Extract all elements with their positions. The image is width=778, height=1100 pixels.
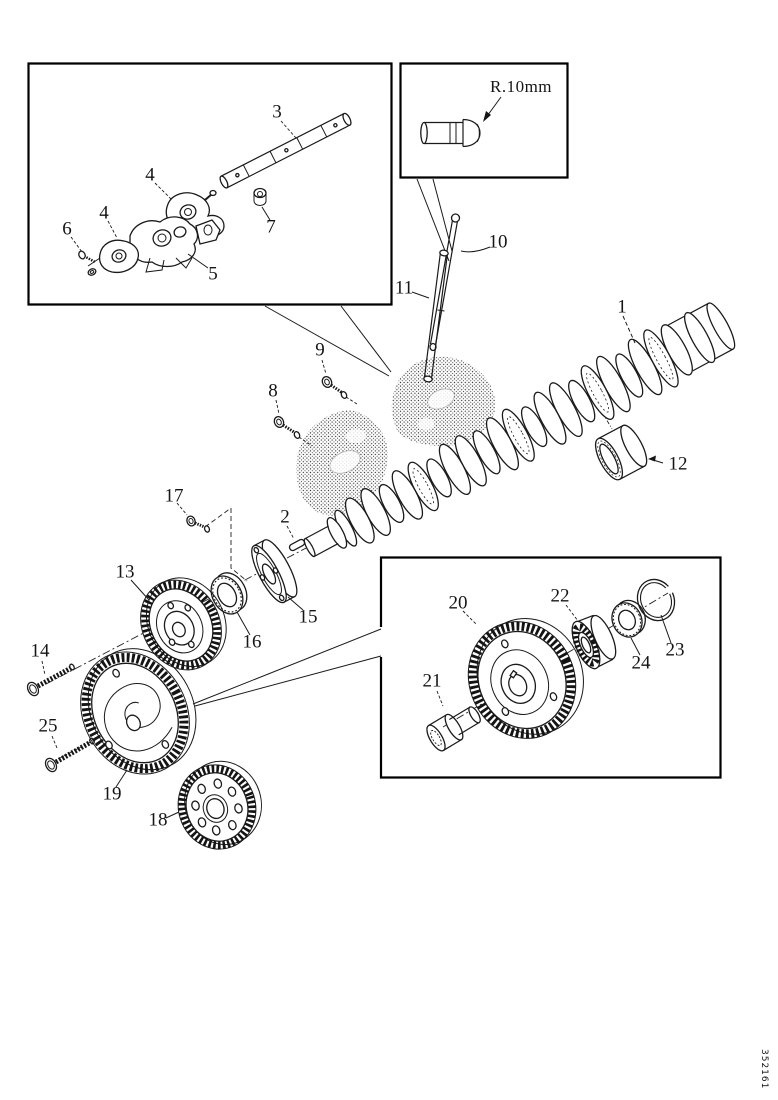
idler-bearing-drawing	[571, 614, 617, 670]
callout-part-10: 10	[488, 231, 508, 253]
crankshaft-gear-drawing	[80, 648, 197, 775]
gear-bolt-25	[44, 735, 95, 773]
callout-part-25: 25	[38, 715, 58, 737]
radius-arrowhead	[483, 111, 491, 122]
drawing-number: 352161	[759, 1049, 769, 1090]
head-bolt-9	[321, 359, 358, 405]
callout-part-12: 12	[668, 453, 688, 475]
lock-nut	[253, 187, 267, 206]
flange-drawing	[251, 539, 298, 604]
camshaft-bushing-drawing	[594, 424, 664, 481]
idler-stub-shaft-drawing	[426, 706, 481, 752]
gear-bolt-14	[26, 660, 75, 697]
inset-box-rocker-assembly	[27, 62, 393, 306]
callout-part-15: 15	[298, 606, 318, 628]
woodruff-key-drawing	[288, 538, 306, 552]
callout-part-21: 21	[422, 670, 442, 692]
gear-bolt-17	[176, 502, 211, 533]
drive-gear-drawing	[177, 760, 262, 850]
valve-tappet-drawing	[423, 249, 449, 383]
callout-part-11: 11	[394, 277, 414, 299]
bearing-ring-drawing	[611, 599, 646, 638]
head-bolt-8	[273, 399, 313, 447]
callout-part-14: 14	[30, 640, 50, 662]
rocker-bracket	[129, 216, 199, 273]
inset-box-tappet-detail	[399, 62, 569, 179]
callout-part-4a: 4	[145, 164, 155, 186]
callout-part-24: 24	[631, 652, 651, 674]
detail-leader-lines	[192, 178, 453, 707]
box-a-leader-lines	[70, 120, 297, 269]
callout-part-22: 22	[550, 585, 570, 607]
callout-part-4b: 4	[99, 202, 109, 224]
callout-part-3: 3	[272, 101, 282, 123]
callout-part-6: 6	[62, 218, 72, 240]
tappet-detail-drawing	[420, 96, 502, 148]
callout-part-5: 5	[208, 263, 218, 285]
callout-part-8: 8	[268, 380, 278, 402]
callout-part-13: 13	[115, 561, 135, 583]
adjusting-screw	[78, 250, 97, 276]
thrust-ring-drawing	[210, 572, 248, 615]
inset-box-idler-gear	[379, 556, 722, 779]
callout-part-7: 7	[266, 216, 276, 238]
rocker-arm-left	[87, 239, 140, 274]
bushing-arrowhead	[648, 455, 656, 462]
idler-gear-drawing	[467, 617, 584, 739]
callout-part-17: 17	[164, 485, 184, 507]
callout-leader-lines	[115, 246, 672, 819]
callout-part-23: 23	[665, 639, 685, 661]
callout-part-1: 1	[617, 296, 627, 318]
callout-part-20: 20	[448, 592, 468, 614]
callout-part-16: 16	[242, 631, 262, 653]
callout-part-9: 9	[315, 339, 325, 361]
camshaft-drawing	[303, 302, 736, 558]
radius-note: R.10mm	[489, 77, 553, 96]
callout-part-19: 19	[102, 783, 122, 805]
rocker-shaft-drawing	[219, 112, 352, 189]
callout-part-2: 2	[280, 506, 290, 528]
push-rod-drawing	[429, 213, 461, 352]
callout-part-18: 18	[148, 809, 168, 831]
